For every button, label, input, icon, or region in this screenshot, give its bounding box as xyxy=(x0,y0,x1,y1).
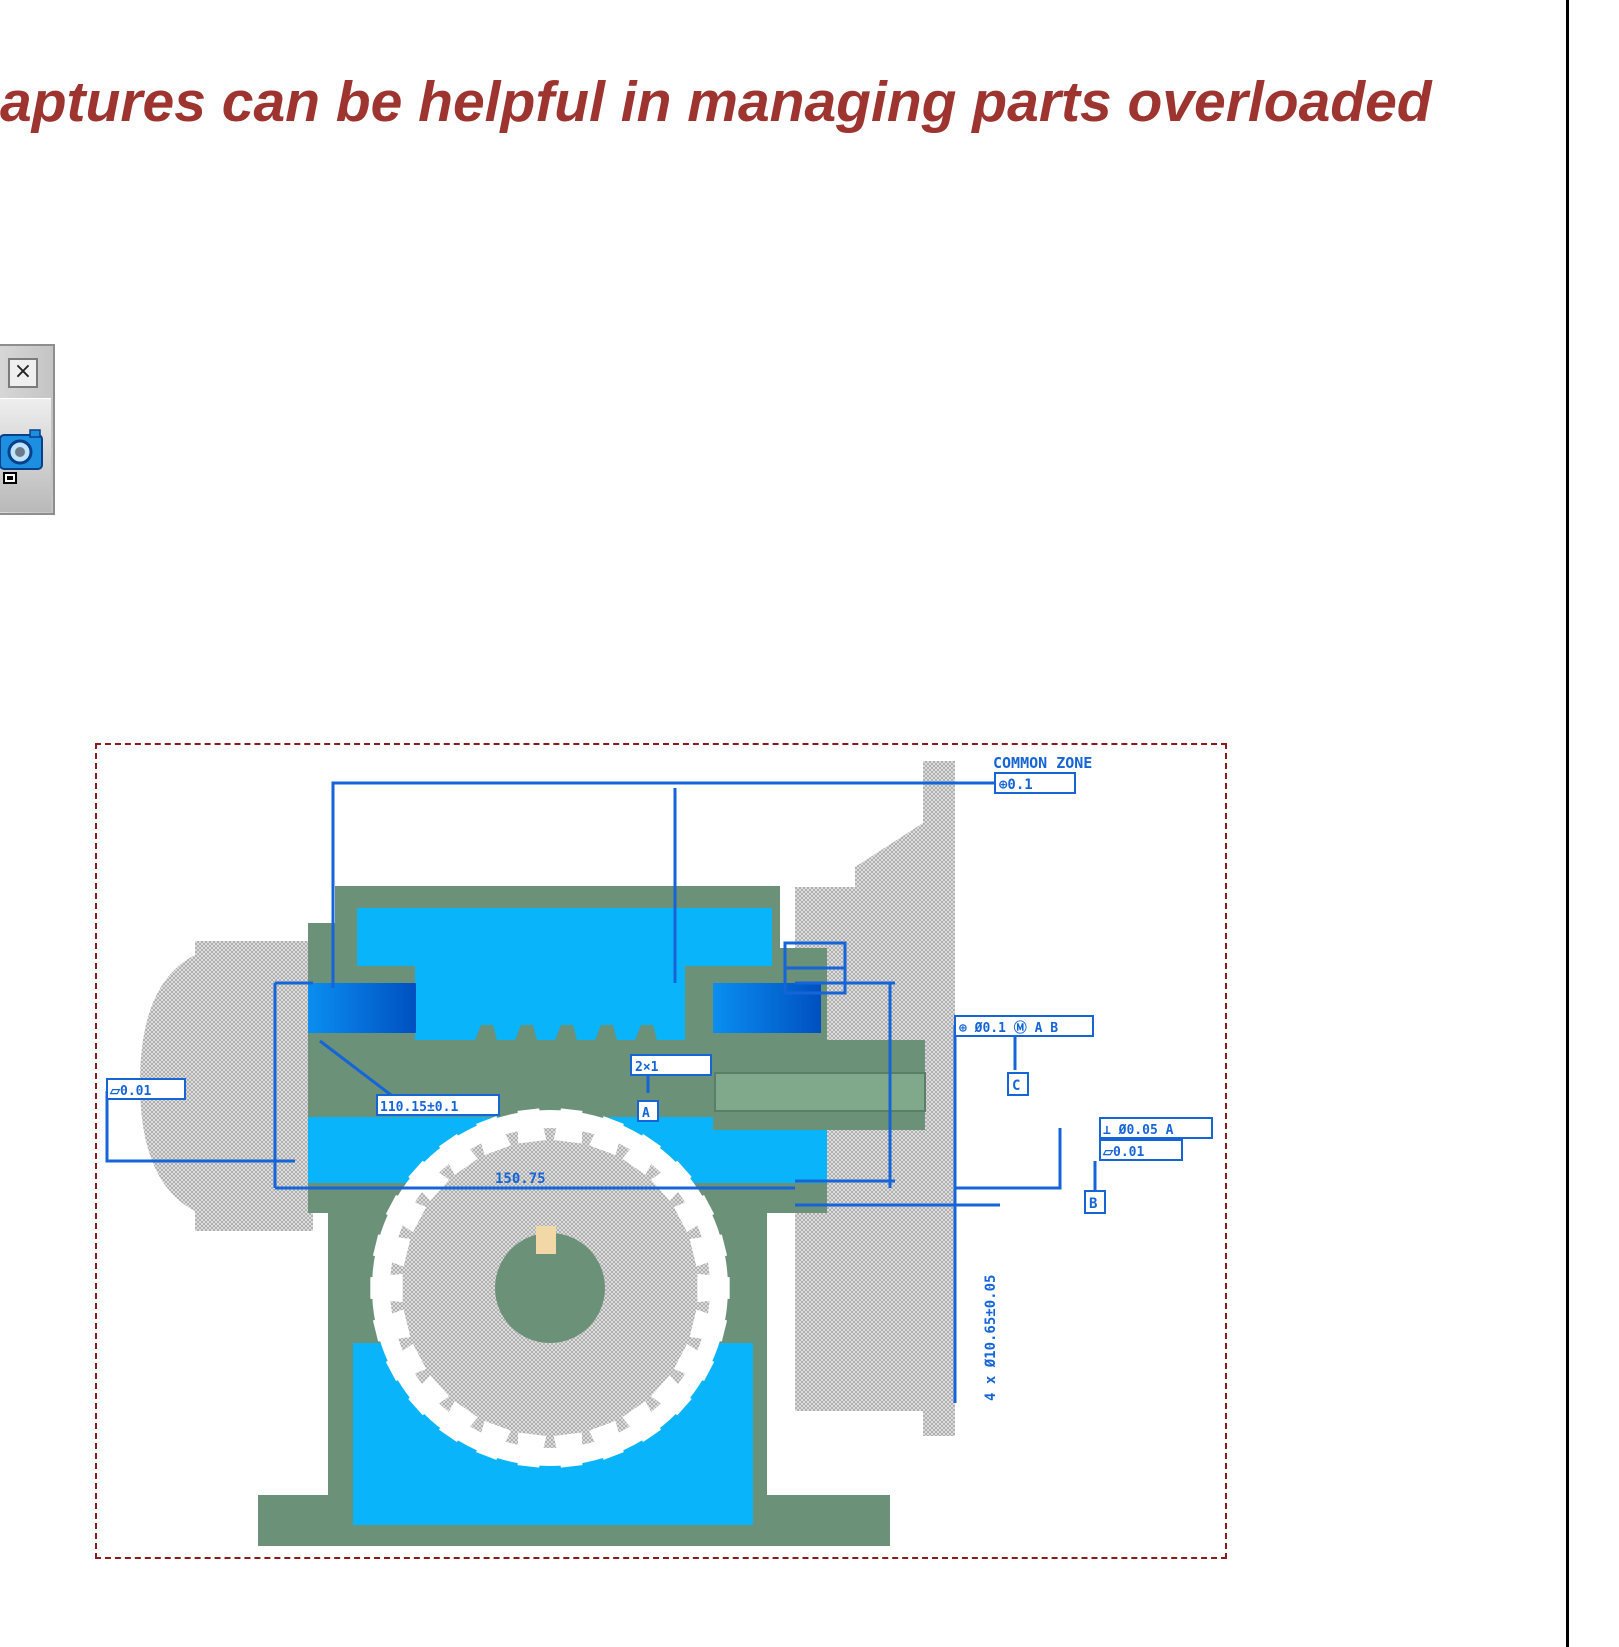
capture-tool-button[interactable] xyxy=(0,398,51,512)
gear-tooth xyxy=(697,1273,730,1303)
gear-tooth xyxy=(650,1375,692,1416)
gear-tooth xyxy=(370,1273,403,1303)
gear-tooth xyxy=(622,1401,661,1443)
gear-tooth xyxy=(673,1194,715,1233)
fcf-perp-text: ⊥ Ø0.05 A xyxy=(1103,1123,1174,1138)
gear-tooth xyxy=(476,1420,512,1460)
gearbox-section-drawing: COMMON ZONE ⊕0.1 ⏥0.01 ⊕ Ø0.1 Ⓜ A B C ⊥ … xyxy=(105,754,1213,1546)
gear-tooth xyxy=(553,1432,583,1468)
gear-tooth xyxy=(385,1343,427,1382)
feature-control-frames xyxy=(106,772,1213,1214)
gear-tooth xyxy=(439,1401,478,1443)
gear-tooth xyxy=(372,1234,411,1267)
gear-tooth xyxy=(517,1432,547,1468)
fcf-position-text: ⊕ Ø0.1 Ⓜ A B xyxy=(959,1020,1058,1036)
gear-tooth xyxy=(517,1108,547,1144)
hole-dim-text: 4 x Ø10.65±0.05 xyxy=(983,1275,999,1401)
gear-tooth xyxy=(372,1309,411,1342)
slide-heading: aptures can be helpful in managing parts… xyxy=(0,70,1432,134)
camera-capture-icon xyxy=(0,429,43,484)
capture-frame xyxy=(95,743,1227,1559)
common-zone-label: COMMON ZONE xyxy=(993,754,1092,772)
gear-tooth xyxy=(408,1375,450,1416)
gear-tooth xyxy=(689,1234,728,1267)
annotation-lines xyxy=(105,781,1097,1403)
gear-tooth xyxy=(689,1309,728,1342)
gear-tooth xyxy=(650,1160,692,1201)
flange xyxy=(795,761,955,1436)
left-cover xyxy=(140,941,313,1231)
gear-tooth xyxy=(476,1116,512,1156)
gear-tooth xyxy=(588,1116,624,1156)
gear-tooth xyxy=(622,1133,661,1175)
datum-c-label: C xyxy=(1012,1078,1020,1094)
gear-tooth xyxy=(588,1420,624,1460)
gear-tooth xyxy=(385,1194,427,1233)
gear-tooth xyxy=(408,1160,450,1201)
gear-tooth xyxy=(439,1133,478,1175)
small-dim-text: 2×1 xyxy=(635,1060,659,1075)
datum-b-label: B xyxy=(1089,1196,1097,1212)
datum-a-label: A xyxy=(642,1106,650,1121)
fcf-flat-text: ⏥0.01 xyxy=(1102,1145,1144,1160)
fcf-top-text: ⊕0.1 xyxy=(999,777,1033,793)
gear-tooth xyxy=(673,1343,715,1382)
worm-gear xyxy=(370,1108,730,1468)
gear-tooth xyxy=(553,1108,583,1144)
dim-horizontal-text: 150.75 xyxy=(495,1171,546,1187)
toolbar-close-button[interactable]: × xyxy=(8,358,38,388)
capture-toolbar[interactable]: × xyxy=(0,344,55,515)
page-right-rule xyxy=(1566,0,1569,1647)
inner-dim-text: 110.15±0.1 xyxy=(380,1100,458,1115)
left-tol-text: ⏥0.01 xyxy=(109,1084,151,1099)
